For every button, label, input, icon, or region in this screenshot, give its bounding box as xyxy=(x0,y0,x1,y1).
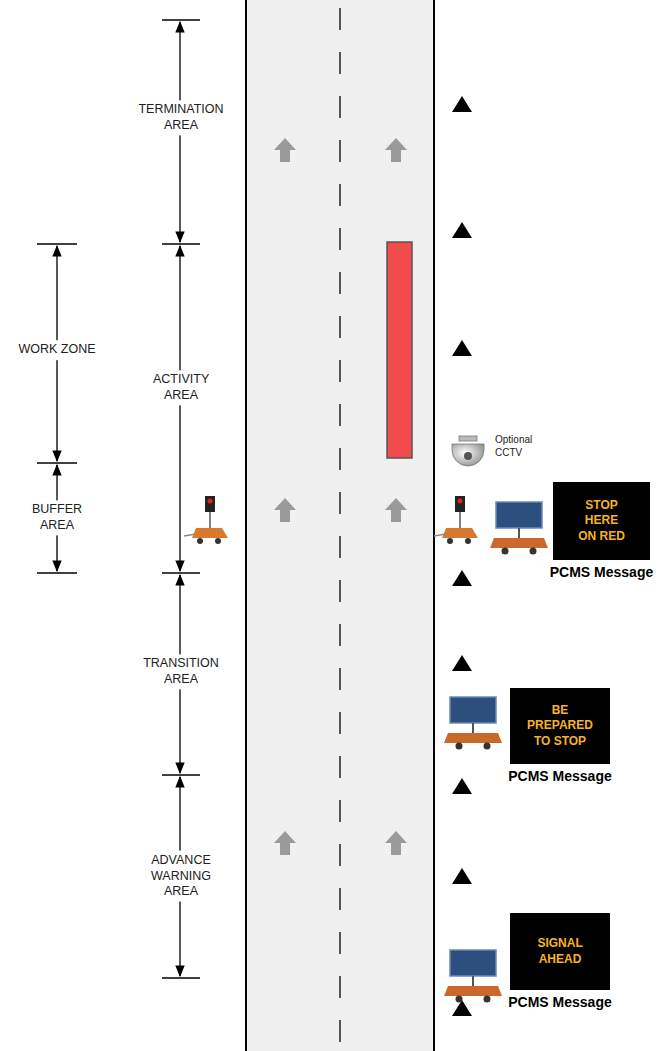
area-label: TERMINATION AREA xyxy=(135,100,226,135)
lane-line xyxy=(339,8,341,1051)
sign-caption: PCMS Message xyxy=(508,768,611,784)
pcms-trailer xyxy=(444,697,502,750)
portable-signal xyxy=(184,496,228,544)
sign-caption: PCMS Message xyxy=(550,564,653,580)
dimension-lines xyxy=(37,20,200,978)
pcms-sign: BE PREPARED TO STOPPCMS Message xyxy=(510,688,610,764)
area-label: BUFFER AREA xyxy=(29,500,85,535)
work-area xyxy=(387,242,412,458)
device-note: Optional CCTV xyxy=(492,432,535,461)
road-edge xyxy=(433,0,435,1051)
area-label: ADVANCE WARNING AREA xyxy=(148,851,214,902)
road-edge xyxy=(245,0,247,1051)
channelizing-devices xyxy=(452,96,472,1016)
pcms-sign: STOP HERE ON REDPCMS Message xyxy=(553,482,650,560)
pcms-sign: SIGNAL AHEADPCMS Message xyxy=(510,913,610,990)
area-label: TRANSITION AREA xyxy=(140,654,222,689)
sign-message: SIGNAL AHEAD xyxy=(537,936,582,967)
road-surface xyxy=(246,0,434,1051)
area-label: ACTIVITY AREA xyxy=(150,370,212,405)
direction-arrows xyxy=(274,138,407,855)
cctv-camera xyxy=(452,436,484,466)
sign-panel: SIGNAL AHEAD xyxy=(510,913,610,990)
sign-panel: BE PREPARED TO STOP xyxy=(510,688,610,764)
sign-caption: PCMS Message xyxy=(508,994,611,1010)
sign-panel: STOP HERE ON RED xyxy=(553,482,650,560)
sign-message: STOP HERE ON RED xyxy=(575,498,629,545)
portable-signal xyxy=(434,496,478,544)
area-label: WORK ZONE xyxy=(15,340,98,360)
sign-message: BE PREPARED TO STOP xyxy=(524,703,596,750)
pcms-trailer xyxy=(490,502,548,555)
pcms-trailer xyxy=(444,950,502,1003)
